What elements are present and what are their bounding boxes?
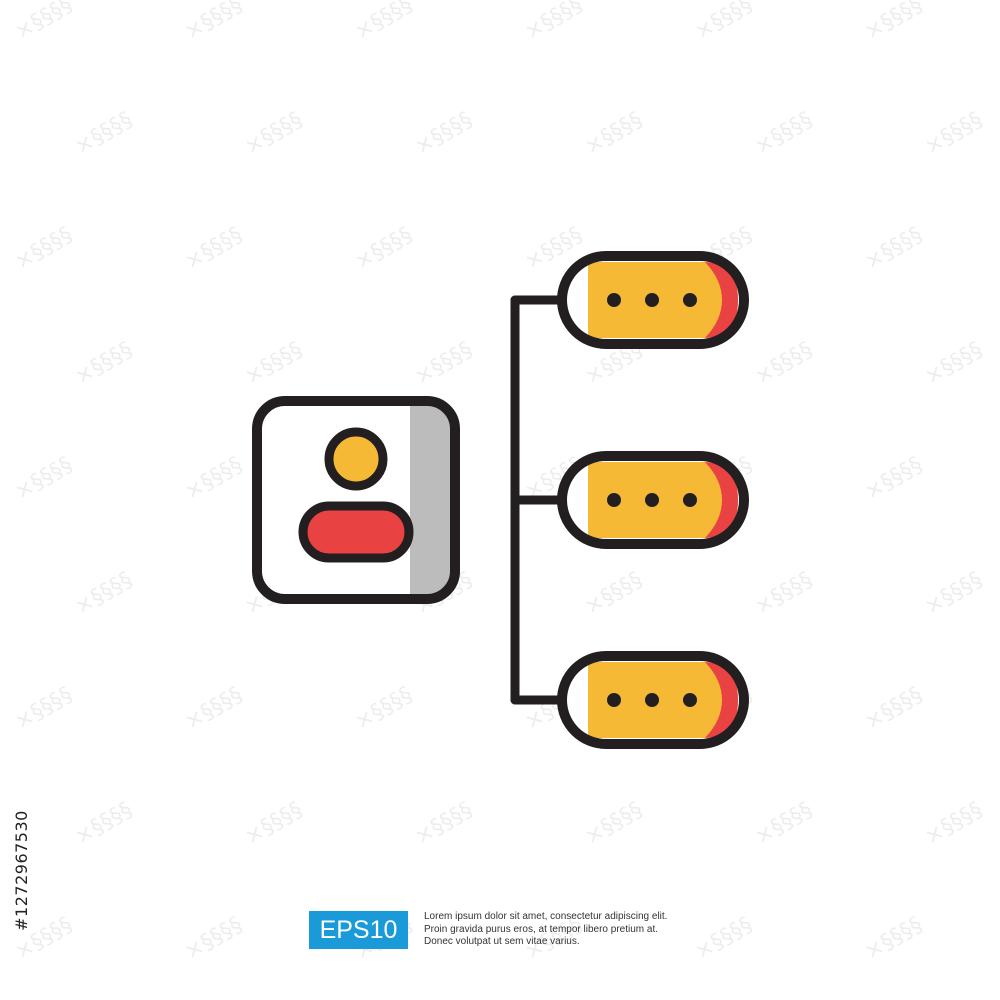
watermark-mark: ×§§§§ <box>11 0 78 45</box>
watermark-mark: ×§§§§ <box>581 567 648 620</box>
ellipsis-icon <box>607 293 697 307</box>
ellipsis-icon <box>607 693 697 707</box>
watermark-mark: ×§§§§ <box>181 912 248 965</box>
watermark-mark: ×§§§§ <box>921 107 988 160</box>
caption-line: Proin gravida purus eros, at tempor libe… <box>424 923 658 935</box>
caption-text: Lorem ipsum dolor sit amet, consectetur … <box>424 911 724 949</box>
branch-node-3 <box>557 651 749 749</box>
watermark-mark: ×§§§§ <box>11 452 78 505</box>
watermark-mark: ×§§§§ <box>241 337 308 390</box>
watermark-mark: ×§§§§ <box>71 567 138 620</box>
watermark-pattern: ×§§§§ ×§§§§ ×§§§§ ×§§§§ ×§§§§ ×§§§§ ×§§§§ ×§§§§… <box>11 0 988 965</box>
watermark-mark: ×§§§§ <box>751 337 818 390</box>
watermark-mark: ×§§§§ <box>181 222 248 275</box>
watermark-mark: ×§§§§ <box>751 107 818 160</box>
watermark-mark: ×§§§§ <box>351 0 418 45</box>
watermark-mark: ×§§§§ <box>71 797 138 850</box>
watermark-mark: ×§§§§ <box>861 0 928 45</box>
ellipsis-icon <box>607 493 697 507</box>
watermark-mark: ×§§§§ <box>921 797 988 850</box>
watermark-mark: ×§§§§ <box>411 797 478 850</box>
stock-id-label: #1272967530 <box>6 760 36 980</box>
watermark-mark: ×§§§§ <box>411 107 478 160</box>
watermark-mark: ×§§§§ <box>921 337 988 390</box>
watermark-mark: ×§§§§ <box>861 682 928 735</box>
connector-lines <box>510 295 567 705</box>
stock-id-text: #1272967530 <box>11 809 31 931</box>
watermark-mark: ×§§§§ <box>751 567 818 620</box>
watermark-mark: ×§§§§ <box>751 797 818 850</box>
watermark-mark: ×§§§§ <box>581 797 648 850</box>
watermark-mark: ×§§§§ <box>181 452 248 505</box>
watermark-mark: ×§§§§ <box>861 222 928 275</box>
watermark-mark: ×§§§§ <box>71 337 138 390</box>
watermark-mark: ×§§§§ <box>861 912 928 965</box>
watermark-mark: ×§§§§ <box>181 0 248 45</box>
watermark-mark: ×§§§§ <box>11 222 78 275</box>
eps-badge: EPS10 <box>309 911 408 949</box>
watermark-mark: ×§§§§ <box>691 0 758 45</box>
card-shadow <box>410 401 455 599</box>
watermark-mark: ×§§§§ <box>411 337 478 390</box>
watermark-mark: ×§§§§ <box>351 222 418 275</box>
caption-line: Donec volutpat ut sem vitae varius. <box>424 936 580 947</box>
branch-node-2 <box>557 451 749 549</box>
watermark-mark: ×§§§§ <box>71 107 138 160</box>
branch-node-1 <box>557 251 749 349</box>
profile-card <box>252 396 460 604</box>
watermark-mark: ×§§§§ <box>241 107 308 160</box>
watermark-mark: ×§§§§ <box>11 682 78 735</box>
watermark-mark: ×§§§§ <box>861 452 928 505</box>
watermark-mark: ×§§§§ <box>921 567 988 620</box>
watermark-mark: ×§§§§ <box>581 107 648 160</box>
user-icon <box>298 427 414 563</box>
watermark-mark: ×§§§§ <box>181 682 248 735</box>
watermark-mark: ×§§§§ <box>521 0 588 45</box>
watermark-mark: ×§§§§ <box>241 797 308 850</box>
watermark-mark: ×§§§§ <box>351 682 418 735</box>
caption-line: Lorem ipsum dolor sit amet, consectetur … <box>424 911 668 922</box>
